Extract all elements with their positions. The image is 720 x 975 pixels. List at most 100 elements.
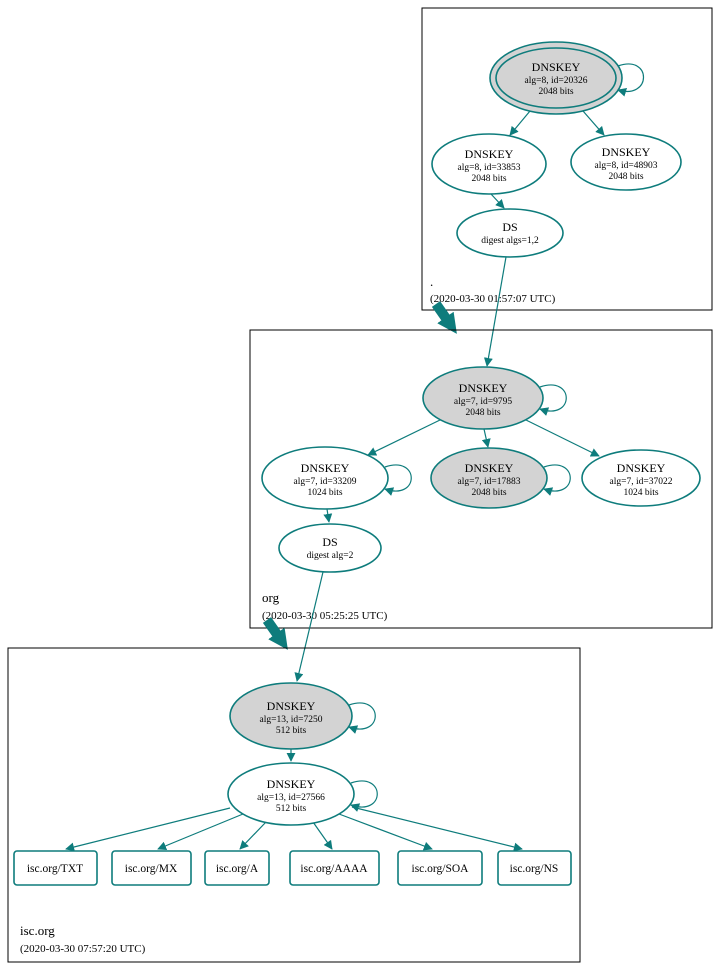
rrset-aaaa-rect	[289, 850, 380, 886]
node-root-zsk2-detail: alg=8, id=48903	[595, 161, 658, 171]
node-org-dnskey-37022: DNSKEY alg=7, id=37022 1024 bits	[581, 449, 701, 507]
node-root-ksk-type: DNSKEY	[532, 60, 581, 74]
node-isc-zsk-type: DNSKEY	[267, 777, 316, 791]
node-org-zsk2-detail: alg=7, id=37022	[610, 477, 673, 487]
edge-isc-zsk-to-a	[239, 821, 267, 850]
rrset-soa-rect	[397, 850, 483, 886]
rrset-isc-org-a: isc.org/A	[204, 850, 270, 886]
node-org-zsk1-detail: alg=7, id=33209	[294, 477, 357, 487]
node-org-ds-type: DS	[322, 535, 337, 549]
rrset-txt-rect	[13, 850, 98, 886]
node-org-ksk-bits: 2048 bits	[465, 408, 500, 418]
edge-root-ksk-to-zsk2	[582, 110, 605, 136]
edge-root-zsk1-to-ds	[490, 193, 505, 209]
node-isc-zsk-bits: 512 bits	[276, 804, 307, 814]
rrset-a-label: isc.org/A	[216, 863, 259, 875]
node-isc-dnskey-7250: DNSKEY alg=13, id=7250 512 bits	[229, 682, 353, 750]
node-root-ds: DS digest algs=1,2	[456, 208, 564, 258]
edge-org-zsk1-to-ds	[323, 508, 333, 523]
node-org-zsk2-ellipse	[581, 449, 701, 507]
rrset-ns-label: isc.org/NS	[510, 863, 559, 875]
edge-isc-zsk-to-aaaa	[312, 821, 333, 850]
edge-org-ksk-to-zsk2	[525, 419, 600, 457]
rrset-isc-org-aaaa: isc.org/AAAA	[289, 850, 380, 886]
node-root-ksk-inner-ellipse	[495, 47, 617, 109]
node-root-ds-ellipse	[456, 208, 564, 258]
rrset-ns-rect	[497, 850, 572, 886]
edge-isc-zsk-to-soa	[338, 813, 433, 851]
node-root-ksk-detail: alg=8, id=20326	[525, 76, 588, 86]
node-isc-ksk-detail: alg=13, id=7250	[260, 715, 323, 725]
edge-root-ksk-to-zsk1	[509, 110, 531, 136]
edge-org-ksk2-selfloop	[543, 464, 571, 496]
node-root-ksk-bits: 2048 bits	[538, 87, 573, 97]
edge-org-zsk1-selfloop	[384, 464, 412, 496]
node-org-ds-detail: digest alg=2	[307, 551, 354, 561]
rrset-isc-org-txt: isc.org/TXT	[13, 850, 98, 886]
zone-org-label: org	[262, 590, 280, 605]
node-root-zsk2-ellipse	[570, 133, 682, 191]
node-isc-ksk-type: DNSKEY	[267, 699, 316, 713]
node-org-zsk1-bits: 1024 bits	[307, 488, 342, 498]
edge-root-ksk-selfloop	[617, 63, 644, 97]
zone-isc-org: isc.org (2020-03-30 07:57:20 UTC) DNSKEY…	[7, 647, 581, 963]
rrset-mx-rect	[111, 850, 192, 886]
rrset-isc-org-mx: isc.org/MX	[111, 850, 192, 886]
node-isc-dnskey-27566: DNSKEY alg=13, id=27566 512 bits	[227, 762, 355, 826]
node-org-ksk2-type: DNSKEY	[465, 461, 514, 475]
zone-isc-org-timestamp: (2020-03-30 07:57:20 UTC)	[20, 943, 146, 955]
node-org-zsk2-bits: 1024 bits	[623, 488, 658, 498]
node-isc-ksk-ellipse	[229, 682, 353, 750]
node-root-ds-detail: digest algs=1,2	[481, 236, 539, 246]
node-root-zsk1-type: DNSKEY	[465, 147, 514, 161]
zone-root: . (2020-03-30 01:57:07 UTC) DNSKEY alg=8…	[421, 7, 713, 311]
node-org-ds: DS digest alg=2	[278, 523, 382, 573]
node-root-zsk2-type: DNSKEY	[602, 145, 651, 159]
rrset-aaaa-label: isc.org/AAAA	[300, 863, 368, 875]
node-root-zsk2-bits: 2048 bits	[608, 172, 643, 182]
node-root-dnskey-33853: DNSKEY alg=8, id=33853 2048 bits	[431, 133, 547, 195]
edge-root-ds-to-org-ksk	[483, 256, 507, 367]
zone-root-box	[421, 7, 713, 311]
node-root-zsk1-bits: 2048 bits	[471, 174, 506, 184]
edge-isc-zsk-to-mx	[157, 813, 244, 851]
zone-root-label: .	[430, 274, 433, 289]
rrset-isc-org-soa: isc.org/SOA	[397, 850, 483, 886]
node-org-dnskey-17883: DNSKEY alg=7, id=17883 2048 bits	[430, 447, 548, 509]
rrset-soa-label: isc.org/SOA	[412, 863, 470, 875]
edge-org-ksk-to-zsk1	[367, 419, 441, 456]
node-org-zsk2-type: DNSKEY	[617, 461, 666, 475]
edge-org-ds-to-isc-ksk	[294, 571, 324, 682]
zone-isc-org-label: isc.org	[20, 923, 55, 938]
node-org-dnskey-33209: DNSKEY alg=7, id=33209 1024 bits	[261, 446, 389, 510]
rrset-txt-label: isc.org/TXT	[27, 863, 83, 875]
node-org-ds-ellipse	[278, 523, 382, 573]
node-org-ksk-ellipse	[422, 366, 544, 430]
zone-org-timestamp: (2020-03-30 05:25:25 UTC)	[262, 610, 388, 622]
node-org-ksk2-detail: alg=7, id=17883	[458, 477, 521, 487]
edge-org-ksk-to-ksk2	[481, 428, 491, 448]
node-root-zsk1-detail: alg=8, id=33853	[458, 163, 521, 173]
edge-org-ksk-selfloop	[539, 384, 567, 416]
zone-org-box	[249, 329, 713, 629]
node-isc-zsk-detail: alg=13, id=27566	[257, 793, 325, 803]
zone-isc-org-box	[7, 647, 581, 963]
edge-isc-zsk-selfloop	[350, 780, 378, 812]
node-org-ksk-type: DNSKEY	[459, 381, 508, 395]
zone-root-timestamp: (2020-03-30 01:57:07 UTC)	[430, 293, 556, 305]
node-org-ksk-detail: alg=7, id=9795	[454, 397, 512, 407]
node-isc-ksk-bits: 512 bits	[276, 726, 307, 736]
rrset-isc-org-ns: isc.org/NS	[497, 850, 572, 886]
node-root-zsk1-ellipse	[431, 133, 547, 195]
edge-isc-zsk-to-ns	[351, 806, 523, 852]
node-isc-zsk-ellipse	[227, 762, 355, 826]
node-org-dnskey-9795: DNSKEY alg=7, id=9795 2048 bits	[422, 366, 544, 430]
node-root-dnskey-20326: DNSKEY alg=8, id=20326 2048 bits	[489, 41, 623, 115]
node-org-zsk1-ellipse	[261, 446, 389, 510]
node-root-ds-type: DS	[502, 220, 517, 234]
zone-org: org (2020-03-30 05:25:25 UTC) DNSKEY alg…	[249, 329, 713, 629]
edge-isc-zsk-to-txt	[65, 807, 231, 852]
delegation-arrow-root-to-org	[431, 301, 457, 334]
delegation-arrow-org-to-isc	[262, 617, 288, 650]
